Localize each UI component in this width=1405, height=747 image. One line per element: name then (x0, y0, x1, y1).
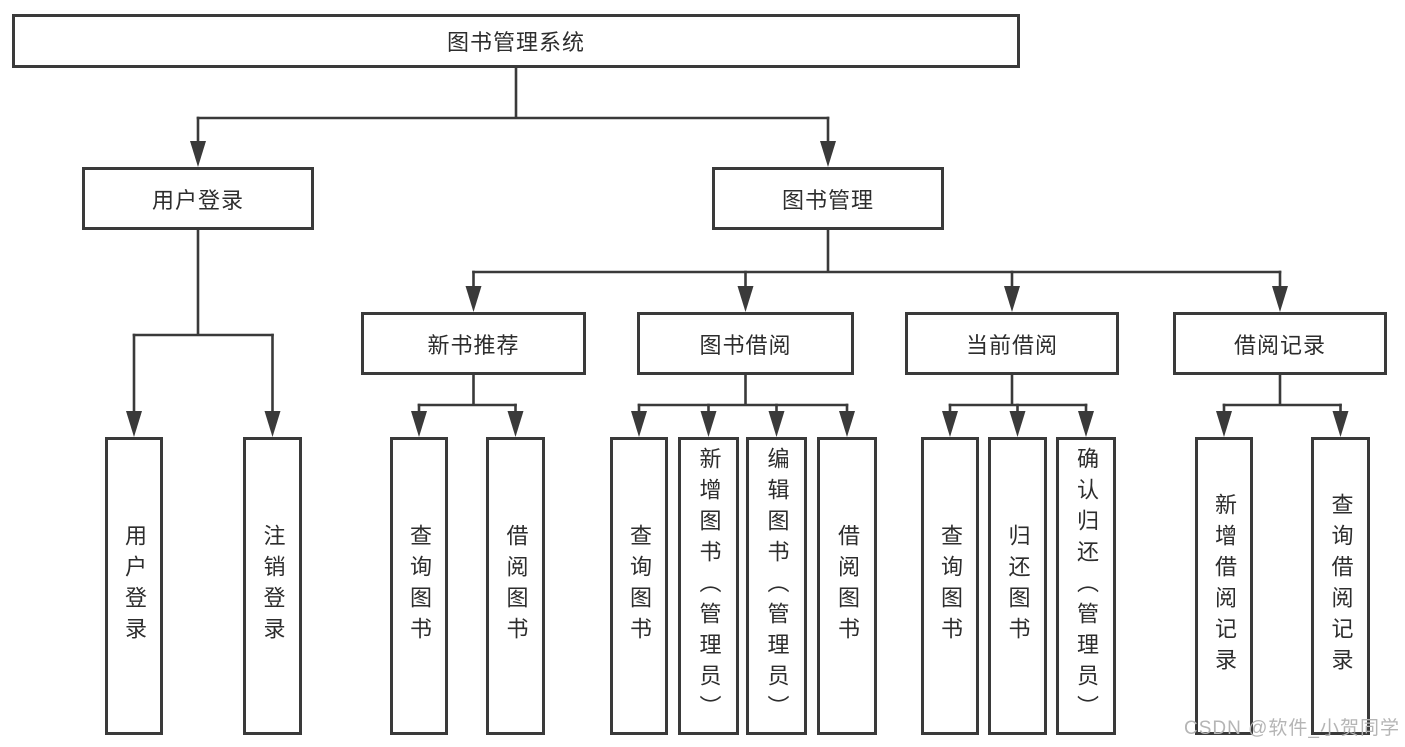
leaf-records-add: 新增借阅记录 (1195, 437, 1253, 735)
node-book-management: 图书管理 (712, 167, 944, 230)
leaf-borrow-add-admin: 新增图书（管理员） (678, 437, 739, 735)
node-new-book-recommend: 新书推荐 (361, 312, 586, 375)
leaf-borrow-add-admin-label: 新增图书（管理员） (696, 446, 722, 726)
node-book-management-label: 图书管理 (781, 187, 874, 213)
leaf-newbook-borrow: 借阅图书 (486, 437, 545, 735)
node-book-borrowing-label: 图书借阅 (699, 332, 792, 358)
leaf-borrow-edit-admin-label: 编辑图书（管理员） (764, 446, 790, 726)
node-book-borrowing: 图书借阅 (637, 312, 854, 375)
leaf-borrow-book-label: 借阅图书 (835, 524, 860, 648)
node-borrowing-records-label: 借阅记录 (1233, 332, 1326, 358)
leaf-current-confirm-admin-label: 确认归还（管理员） (1074, 446, 1099, 726)
edge-root-trunk (196, 66, 830, 120)
edge-newbook-trunk (417, 373, 517, 407)
leaf-borrow-edit-admin: 编辑图书（管理员） (746, 437, 807, 735)
leaf-newbook-borrow-label: 借阅图书 (503, 524, 529, 648)
edge-borrow-trunk (637, 373, 849, 407)
node-user-login-label: 用户登录 (151, 187, 244, 213)
leaf-borrow-query-label: 查询图书 (627, 524, 652, 648)
edge-current-trunk (948, 373, 1088, 407)
leaf-newbook-query: 查询图书 (390, 437, 448, 735)
leaf-current-confirm-admin: 确认归还（管理员） (1056, 437, 1116, 735)
node-current-borrowing: 当前借阅 (905, 312, 1119, 375)
edge-records-trunk (1222, 373, 1342, 407)
leaf-newbook-query-label: 查询图书 (407, 524, 432, 648)
leaf-records-add-label: 新增借阅记录 (1212, 493, 1237, 679)
node-root-system: 图书管理系统 (12, 14, 1020, 68)
leaf-borrow-book: 借阅图书 (817, 437, 877, 735)
leaf-borrow-query: 查询图书 (610, 437, 668, 735)
leaf-current-return: 归还图书 (988, 437, 1047, 735)
leaf-records-query-label: 查询借阅记录 (1328, 493, 1354, 679)
node-user-login: 用户登录 (82, 167, 314, 230)
leaf-user-login-label: 用户登录 (122, 524, 147, 648)
leaf-logout: 注销登录 (243, 437, 302, 735)
csdn-watermark: CSDN @软件_小贺同学 (1184, 718, 1400, 739)
leaf-current-return-label: 归还图书 (1005, 524, 1031, 648)
edge-bookmgmt-trunk (472, 228, 1282, 274)
leaf-logout-label: 注销登录 (260, 524, 286, 648)
leaf-records-query: 查询借阅记录 (1311, 437, 1370, 735)
edge-userlogin-trunk (132, 228, 274, 337)
node-current-borrowing-label: 当前借阅 (965, 332, 1058, 358)
leaf-current-query-label: 查询图书 (938, 524, 963, 648)
node-borrowing-records: 借阅记录 (1173, 312, 1387, 375)
leaf-current-query: 查询图书 (921, 437, 979, 735)
leaf-user-login: 用户登录 (105, 437, 163, 735)
node-root-label: 图书管理系统 (446, 30, 585, 55)
node-new-book-recommend-label: 新书推荐 (427, 332, 520, 358)
